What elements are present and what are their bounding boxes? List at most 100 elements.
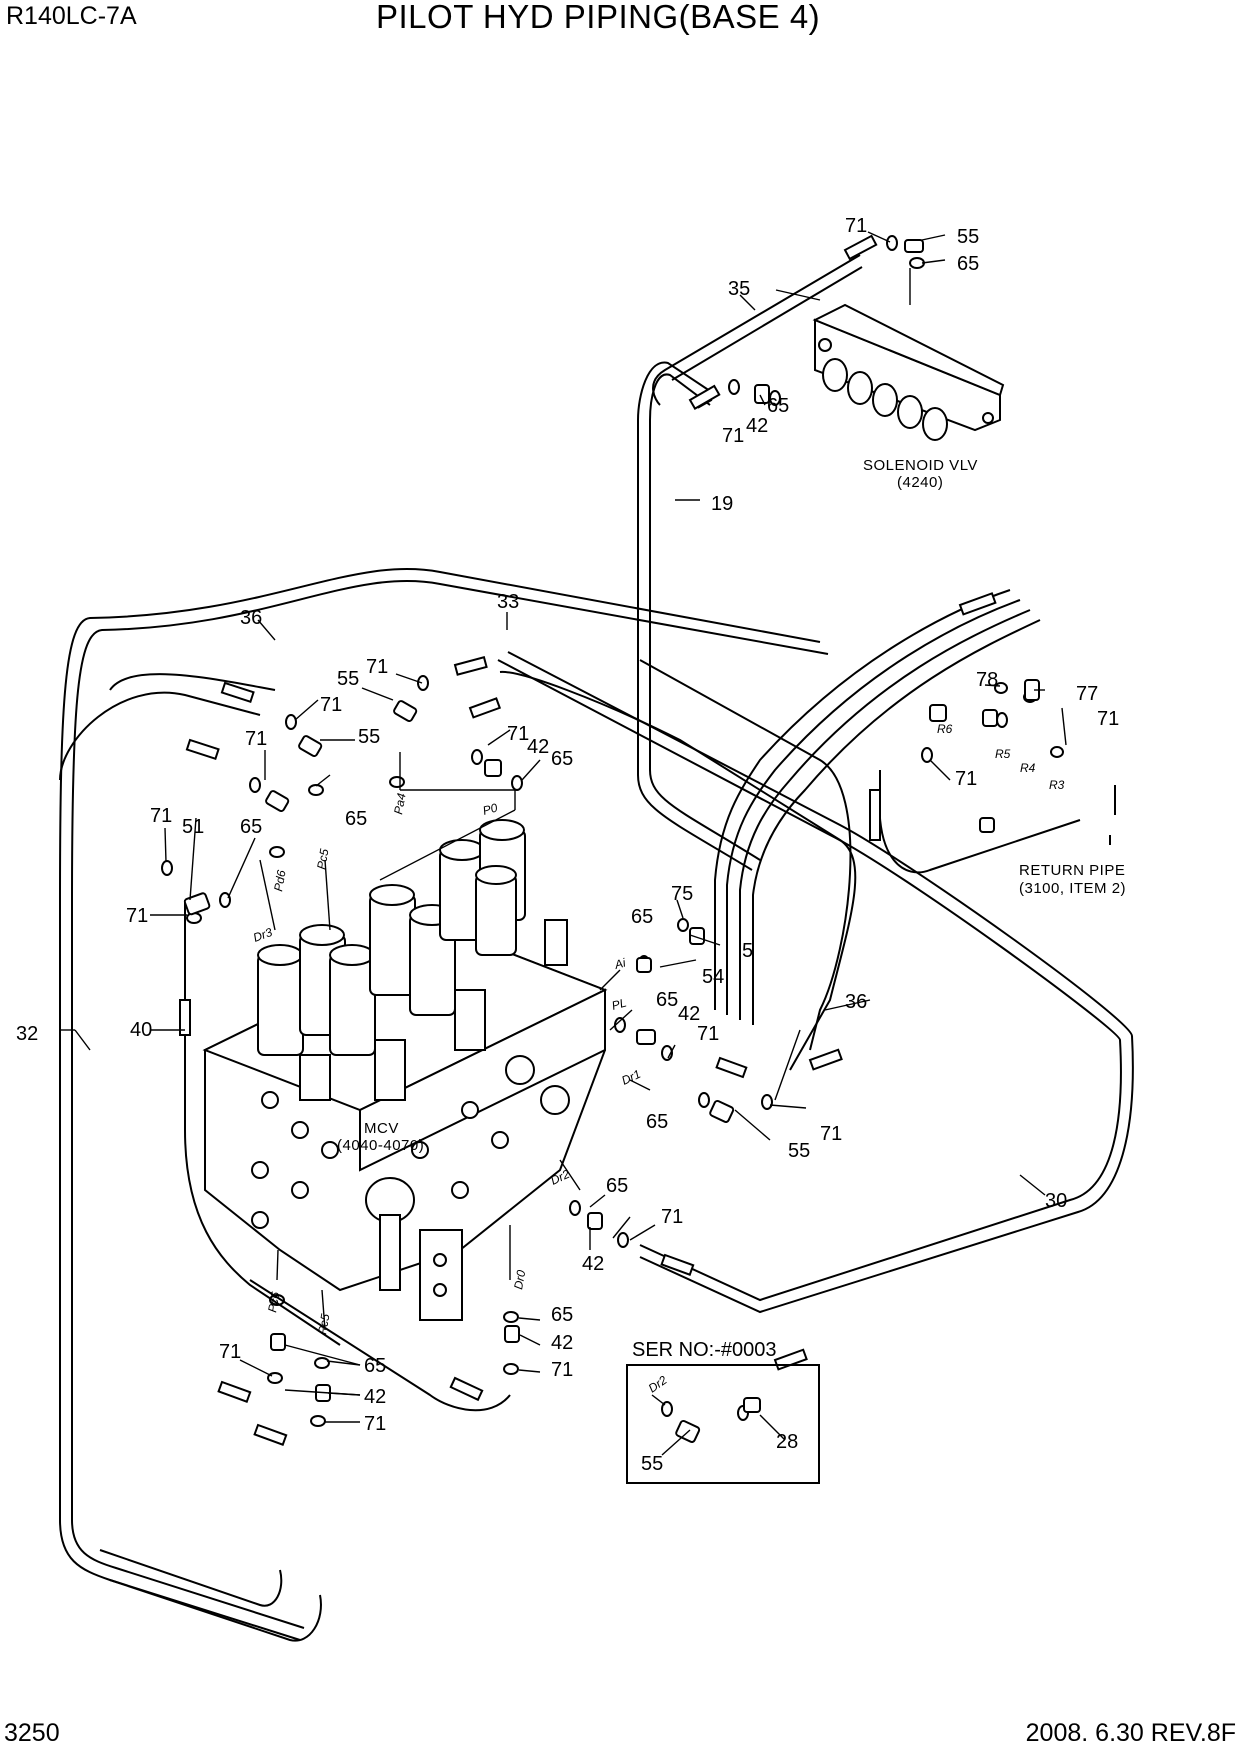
solenoid-valve-block xyxy=(812,303,1005,441)
part-number: 71 xyxy=(126,905,148,927)
port-label: Pa4 xyxy=(391,792,409,816)
part-number: 71 xyxy=(661,1206,683,1228)
return-pipe-ref: (3100, ITEM 2) xyxy=(1019,880,1126,897)
part-number: 28 xyxy=(776,1431,798,1453)
port-label: Dr3 xyxy=(251,925,274,945)
part-number: 71 xyxy=(364,1413,386,1435)
part-number: 71 xyxy=(551,1359,573,1381)
pipe-33 xyxy=(499,670,857,1071)
part-number: 71 xyxy=(955,768,977,790)
part-number: 77 xyxy=(1076,683,1098,705)
part-number: 33 xyxy=(497,591,519,613)
part-number: 55 xyxy=(337,668,359,690)
part-number: 71 xyxy=(219,1341,241,1363)
pipe-35b xyxy=(671,266,863,381)
pipe-35 xyxy=(652,254,861,406)
return-pipe-label: RETURN PIPE xyxy=(1019,862,1125,879)
part-number: 51 xyxy=(182,816,204,838)
part-number: 71 xyxy=(245,728,267,750)
port-label: Pc5 xyxy=(314,847,331,870)
hose-fittings xyxy=(179,234,997,1446)
mcv-block xyxy=(202,819,608,1321)
hose-lower-3 xyxy=(99,1549,283,1607)
part-number: 35 xyxy=(728,278,750,300)
return-bundle-4 xyxy=(752,619,1041,1025)
port-label: R3 xyxy=(1049,778,1065,792)
solenoid-valve-ref: (4240) xyxy=(897,474,943,491)
mcv-label: MCV xyxy=(364,1120,399,1137)
part-number: 55 xyxy=(957,226,979,248)
pipe-36a xyxy=(59,691,261,781)
part-number: 42 xyxy=(746,415,768,437)
port-label: PL xyxy=(610,996,628,1013)
part-number: 71 xyxy=(507,723,529,745)
adapters-elbows xyxy=(183,239,1040,1443)
part-number: 71 xyxy=(320,694,342,716)
part-number: 65 xyxy=(957,253,979,275)
port-label: Dr0 xyxy=(511,1269,528,1291)
part-numbers: 71 55 65 35 65 71 42 19 36 33 71 55 71 7… xyxy=(16,215,1119,1475)
pipes xyxy=(59,254,1134,1642)
port-label: Pd6 xyxy=(271,869,289,893)
part-number: 71 xyxy=(820,1123,842,1145)
model-label: R140LC-7A xyxy=(6,2,137,30)
part-number: 71 xyxy=(722,425,744,447)
page-title: PILOT HYD PIPING(BASE 4) xyxy=(376,0,821,35)
port-label: Pc5 xyxy=(315,1312,332,1335)
pipe-36a2 xyxy=(109,673,276,691)
part-number: 19 xyxy=(711,493,733,515)
part-number: 54 xyxy=(702,966,724,988)
part-number: 32 xyxy=(16,1023,38,1045)
part-number: 65 xyxy=(551,748,573,770)
port-label: Pc6 xyxy=(265,1290,282,1313)
return-pipe-bracket xyxy=(1109,785,1116,845)
return-bundle-3 xyxy=(739,609,1031,1020)
return-bundle-1 xyxy=(714,589,1011,1010)
page-number: 3250 xyxy=(4,1719,60,1747)
part-number: 30 xyxy=(1045,1190,1067,1212)
inset-ser-label: SER NO:-#0003 xyxy=(632,1339,777,1361)
mcv-ref: (4040-4070) xyxy=(337,1137,424,1154)
port-label: R4 xyxy=(1020,761,1036,775)
pipe-40 xyxy=(184,900,341,1346)
part-number: 71 xyxy=(845,215,867,237)
part-number: 5 xyxy=(742,940,753,962)
revision-date: 2008. 6.30 REV.8F xyxy=(1025,1719,1236,1747)
part-number: 36 xyxy=(240,607,262,629)
part-number: 65 xyxy=(364,1355,386,1377)
part-number: 65 xyxy=(240,816,262,838)
o-rings xyxy=(161,235,1064,1427)
part-number: 65 xyxy=(631,906,653,928)
pipe-32b xyxy=(71,580,829,1629)
part-number: 78 xyxy=(976,669,998,691)
part-number: 71 xyxy=(697,1023,719,1045)
part-number: 42 xyxy=(551,1332,573,1354)
part-number: 65 xyxy=(646,1111,668,1133)
part-number: 42 xyxy=(678,1003,700,1025)
part-number: 71 xyxy=(1097,708,1119,730)
port-label: Ai xyxy=(612,956,627,973)
pipe-32 xyxy=(59,568,821,1641)
solenoid-coils xyxy=(822,358,948,441)
solenoid-valve-label: SOLENOID VLV xyxy=(863,457,978,474)
part-number: 40 xyxy=(130,1019,152,1041)
part-number: 71 xyxy=(150,805,172,827)
pipe-19 xyxy=(649,373,761,861)
return-bundle-2 xyxy=(726,599,1021,1015)
pipe-36b xyxy=(639,659,852,1051)
hose-lower-1 xyxy=(249,1279,511,1412)
part-number: 55 xyxy=(358,726,380,748)
part-number: 42 xyxy=(364,1386,386,1408)
part-number: 55 xyxy=(641,1453,663,1475)
part-number: 65 xyxy=(767,395,789,417)
part-number: 42 xyxy=(527,736,549,758)
part-number: 65 xyxy=(551,1304,573,1326)
leader-lines xyxy=(60,231,1067,1456)
part-number: 65 xyxy=(606,1175,628,1197)
pipe-30 xyxy=(497,659,1122,1302)
part-number: 75 xyxy=(671,883,693,905)
port-label: P0 xyxy=(481,800,499,817)
port-label: R5 xyxy=(995,747,1011,761)
part-number: 65 xyxy=(345,808,367,830)
hose-lower-2 xyxy=(109,1579,322,1642)
